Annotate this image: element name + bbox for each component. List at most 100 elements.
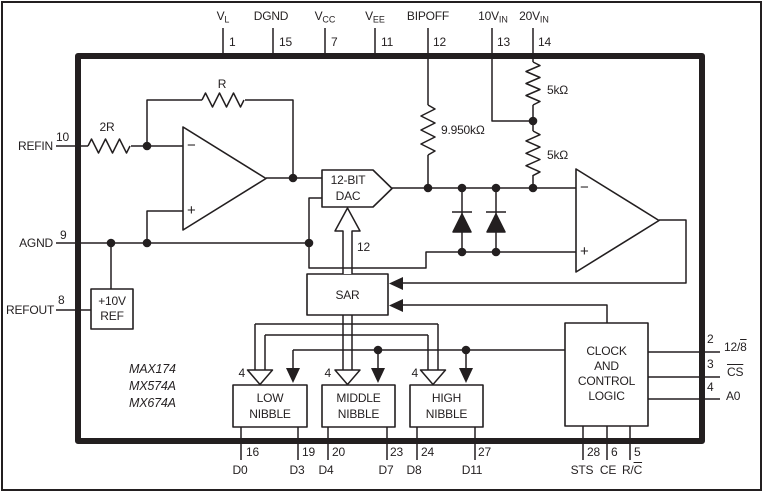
diode-legs xyxy=(461,188,497,252)
opamp1-plus-wire xyxy=(146,210,183,243)
pin-number-cs: 3 xyxy=(707,357,714,371)
opamp-1-shape xyxy=(182,126,267,231)
pin-label-sts: STS xyxy=(570,463,594,477)
diodes xyxy=(452,211,506,233)
sar-block-shape xyxy=(306,273,389,316)
pin-number-refout: 8 xyxy=(58,293,65,307)
pin-label-vee: VEE xyxy=(365,9,385,25)
comparator-plus-sign: + xyxy=(580,243,589,260)
pin-number-vcc: 7 xyxy=(331,35,338,49)
latch-arrow-middle xyxy=(371,368,385,383)
diode-2-shape xyxy=(486,213,506,233)
resistor-5k-bottom-shape xyxy=(525,130,541,177)
pin-label-ce: CE xyxy=(599,463,617,477)
agnd-wire xyxy=(56,242,576,269)
dac-bus-width-label: 12 xyxy=(357,240,370,254)
feedback-wire xyxy=(146,99,294,178)
sar-input-arrow-2 xyxy=(389,299,403,312)
high-bus-width-label: 4 xyxy=(411,366,419,380)
pin-number-sts: 28 xyxy=(587,445,600,459)
clock-sar-wire xyxy=(403,304,608,323)
pin-number-agnd: 9 xyxy=(60,228,67,242)
pin-number-20vin: 14 xyxy=(538,35,551,49)
pin-label-d11: D11 xyxy=(461,463,483,477)
pin-label-10vin: 10VIN xyxy=(478,9,508,25)
bus-arrow-high xyxy=(419,369,447,386)
block-shapes xyxy=(90,126,660,428)
comparator-minus-sign: − xyxy=(580,179,589,196)
pin-number-d7: 23 xyxy=(390,445,403,459)
resistor-9950-shape xyxy=(420,104,436,156)
pin-label-d4: D4 xyxy=(318,463,334,477)
resistor-5k-bottom-label: 5kΩ xyxy=(547,148,569,162)
latch-arrow-high xyxy=(459,368,473,383)
resistor-5k-top-label: 5kΩ xyxy=(547,83,569,97)
diode-1-shape xyxy=(452,213,472,233)
opamp1-minus-sign: − xyxy=(187,137,196,154)
ic-boundary xyxy=(75,53,705,444)
pin-number-vee: 11 xyxy=(381,35,394,49)
dac-bus xyxy=(334,207,361,274)
pin-label-d7: D7 xyxy=(378,463,394,477)
pin-label-vcc: VCC xyxy=(314,9,336,25)
comparator-shape xyxy=(575,168,660,273)
ref-block-shape xyxy=(90,288,134,330)
middle-nibble-shape xyxy=(321,384,396,428)
arrowheads xyxy=(286,277,473,383)
pin-number-ce: 6 xyxy=(611,445,618,459)
pin-number-bipoff: 12 xyxy=(433,35,446,49)
pin-number-10vin: 13 xyxy=(497,35,510,49)
resistor-r-shape xyxy=(201,92,245,108)
pin-label-bipoff: BIPOFF xyxy=(406,9,450,23)
resistor-2r-label: 2R xyxy=(99,120,115,134)
supply-pin-stubs xyxy=(222,28,376,55)
part-number-2: MX574A xyxy=(129,379,176,393)
pin-number-d3: 19 xyxy=(302,445,315,459)
resistor-5k-top-shape xyxy=(525,61,541,106)
right-pin-wires xyxy=(648,351,720,400)
opamp1-plus-sign: + xyxy=(187,202,196,219)
pin-label-20vin: 20VIN xyxy=(519,9,549,25)
pin-label-refin: REFIN xyxy=(17,139,53,153)
pin-label-12-8: 12/8 xyxy=(724,340,747,354)
sar-bus-split xyxy=(254,323,439,370)
clock-block-shape xyxy=(564,322,649,427)
pin-label-refout: REFOUT xyxy=(6,303,55,317)
pin-number-rc: 5 xyxy=(634,445,641,459)
latch-wire xyxy=(292,349,565,368)
pin-label-vl: VL xyxy=(216,9,230,25)
pin-label-dgnd: DGND xyxy=(253,9,289,23)
resistor-r-label: R xyxy=(217,77,227,91)
comparator-out-wire xyxy=(403,219,687,284)
data-buses xyxy=(246,207,447,386)
resistor-shapes xyxy=(87,61,541,177)
pin-number-vl: 1 xyxy=(229,35,236,49)
bus-arrow-middle xyxy=(334,369,361,386)
part-number-3: MX674A xyxy=(129,396,176,410)
pin-number-d8: 24 xyxy=(421,445,434,459)
pin-number-12-8: 2 xyxy=(707,332,714,346)
middle-bus-width-label: 4 xyxy=(324,366,332,380)
bus-arrow-low xyxy=(246,369,274,386)
sar-block-label: SAR xyxy=(335,288,360,302)
pin-number-refin: 10 xyxy=(56,130,69,144)
pin-number-dgnd: 15 xyxy=(279,35,292,49)
latch-arrow-low xyxy=(286,368,300,383)
dac-gnd-wire xyxy=(308,197,322,243)
pin-label-d3: D3 xyxy=(289,463,305,477)
refout-wire xyxy=(56,243,112,311)
resistor-9950-label: 9.950kΩ xyxy=(441,123,485,137)
pin-number-a0: 4 xyxy=(707,380,714,394)
resistor-2r-shape xyxy=(87,138,131,154)
pin-number-d4: 20 xyxy=(332,445,345,459)
part-number-1: MAX174 xyxy=(129,362,176,376)
